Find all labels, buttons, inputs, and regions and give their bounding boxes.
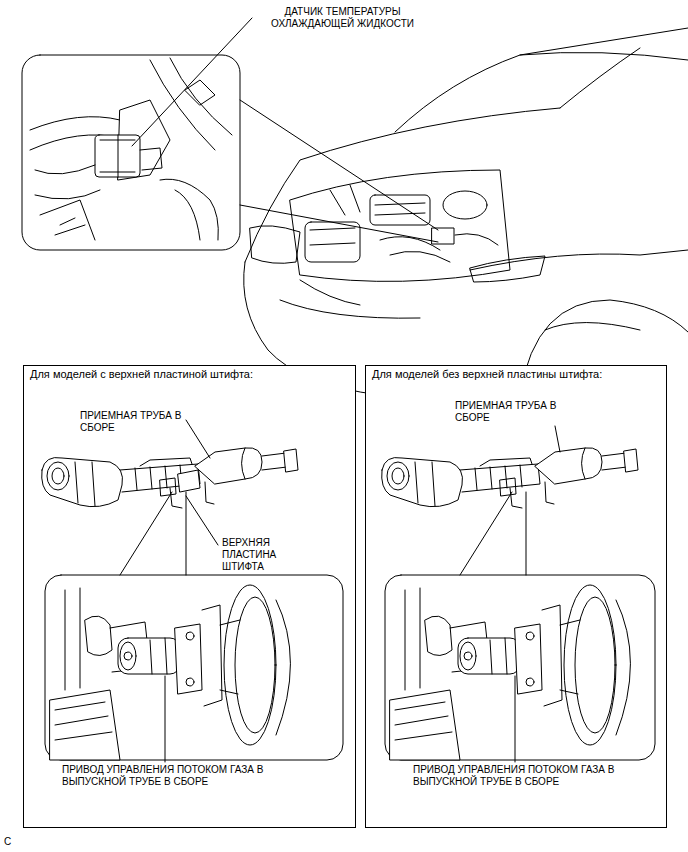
- variant-panel: Для моделей с верхней пластиной штифта:: [23, 365, 356, 828]
- panel-heading: Для моделей без верхней пластины штифта:: [366, 366, 666, 383]
- part-label: ПРИЕМНАЯ ТРУБА В СБОРЕ: [455, 400, 559, 424]
- part-label: ПРИВОД УПРАВЛЕНИЯ ПОТОКОМ ГАЗА В ВЫПУСКН…: [62, 764, 280, 788]
- panel-heading: Для моделей с верхней пластиной штифта:: [24, 366, 355, 383]
- part-label: ПРИВОД УПРАВЛЕНИЯ ПОТОКОМ ГАЗА В ВЫПУСКН…: [413, 764, 631, 788]
- part-label: ДАТЧИК ТЕМПЕРАТУРЫ ОХЛАЖДАЮЩЕЙ ЖИДКОСТИ: [255, 6, 430, 30]
- variant-panel: Для моделей без верхней пластины штифта:: [365, 365, 667, 828]
- part-label: ПРИЕМНАЯ ТРУБА В СБОРЕ: [80, 410, 184, 434]
- part-label: ВЕРХНЯЯ ПЛАСТИНА ШТИФТА: [222, 537, 294, 573]
- figure-code: C: [4, 836, 24, 848]
